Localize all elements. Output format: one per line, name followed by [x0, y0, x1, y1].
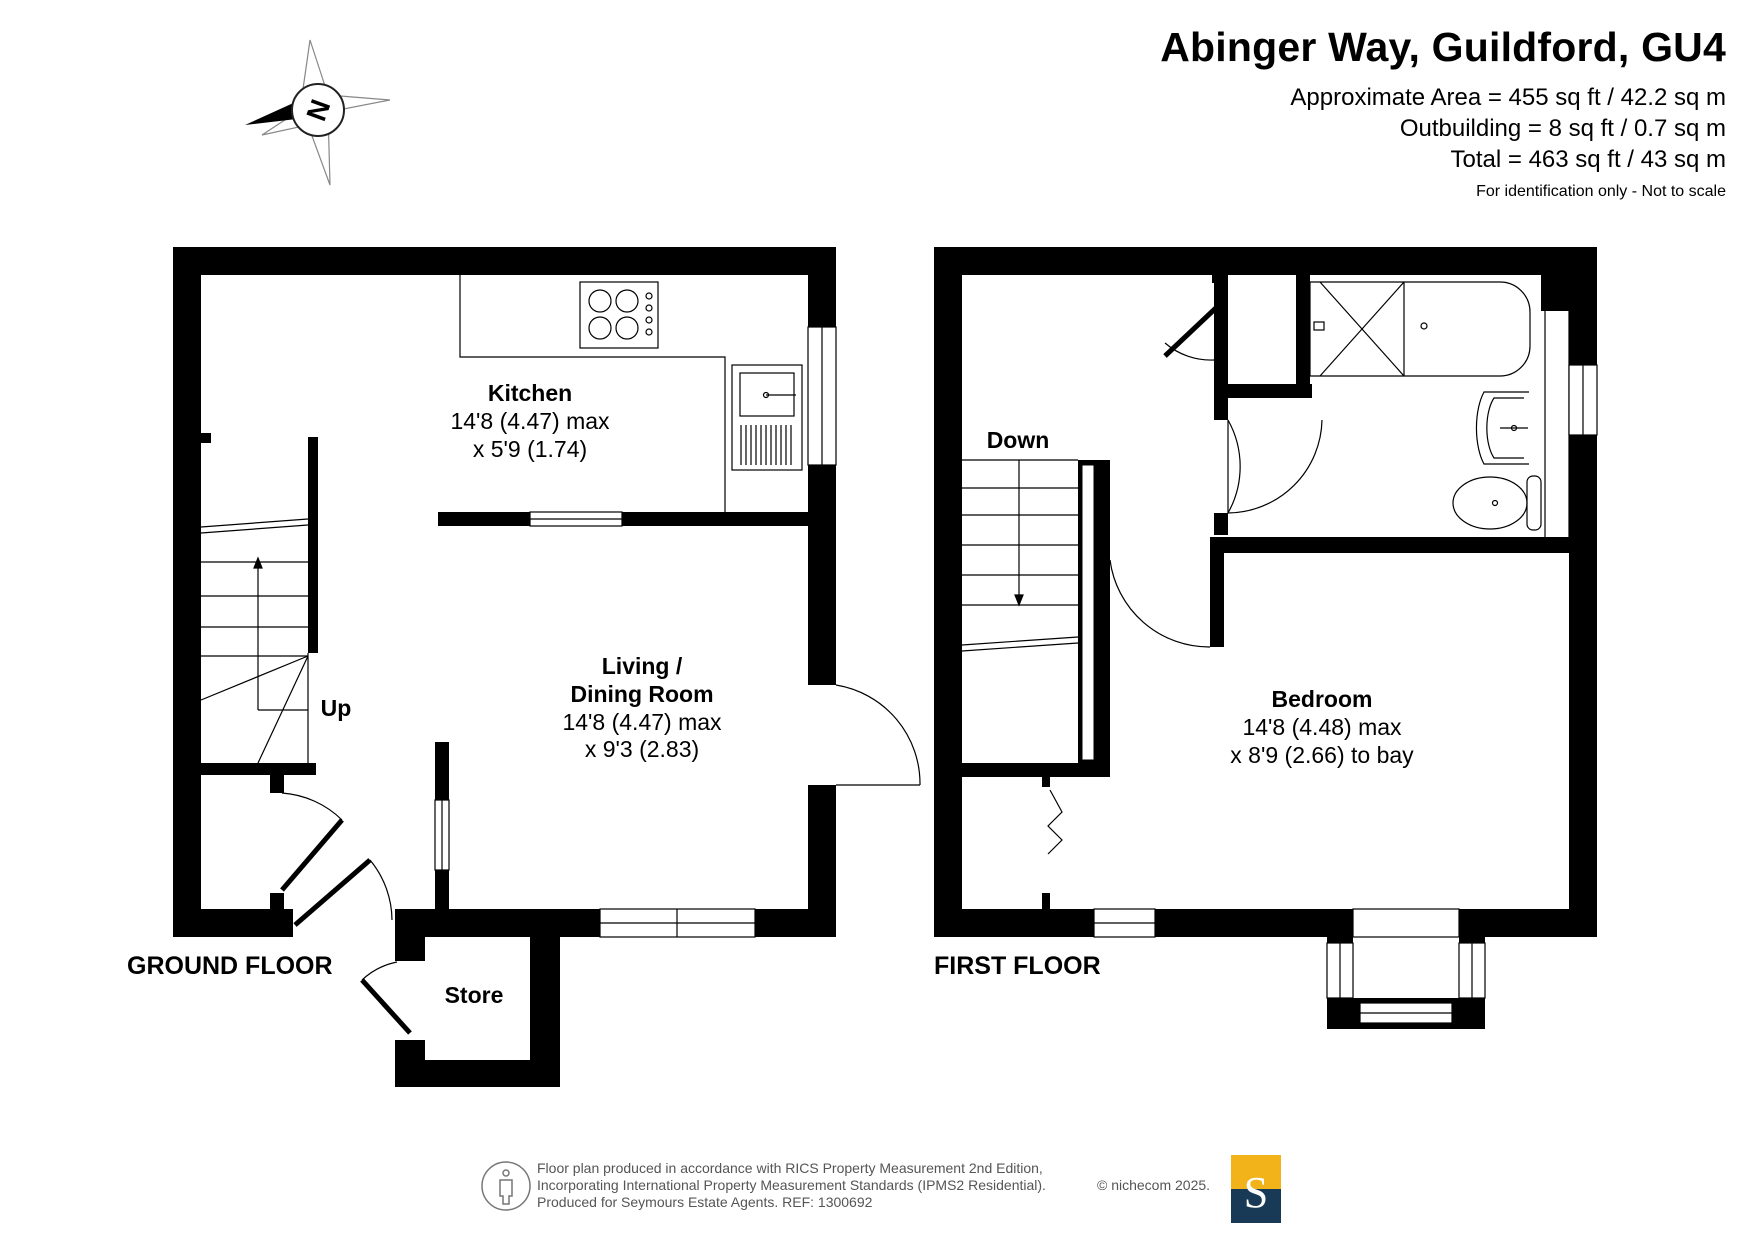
compass-icon: N [245, 39, 391, 186]
store-name: Store [445, 982, 504, 1008]
approximate-area: Approximate Area = 455 sq ft / 42.2 sq m [1290, 84, 1726, 111]
scale-note: For identification only - Not to scale [1476, 183, 1726, 200]
kitchen-dims-1: 14'8 (4.47) max [450, 408, 610, 434]
kitchen-counter [459, 275, 726, 512]
living-dims-1: 14'8 (4.47) max [562, 709, 722, 735]
first-stairs-label: Down [987, 427, 1050, 453]
footer-line-3: Produced for Seymours Estate Agents. REF… [537, 1194, 873, 1210]
first-doors [1047, 304, 1323, 855]
bedroom-dims-1: 14'8 (4.48) max [1242, 714, 1402, 740]
ground-doors [280, 684, 921, 1035]
total-area: Total = 463 sq ft / 43 sq m [1450, 146, 1726, 173]
bedroom-name: Bedroom [1272, 686, 1373, 712]
first-floor-walls [934, 247, 1597, 1029]
ground-floor-walls [173, 247, 836, 1087]
property-title: Abinger Way, Guildford, GU4 [1160, 24, 1726, 70]
kitchen-sink-icon [731, 364, 803, 471]
bath-panel [1544, 311, 1570, 537]
bath-icon [1309, 281, 1531, 377]
first-stairs [961, 459, 1079, 652]
first-windows [1093, 364, 1598, 1024]
basin-icon [1475, 391, 1529, 465]
footer-line-1: Floor plan produced in accordance with R… [537, 1160, 1043, 1176]
ground-floor-label: GROUND FLOOR [127, 952, 333, 980]
living-name-2: Dining Room [570, 681, 713, 707]
first-floor-label: FIRST FLOOR [934, 952, 1101, 980]
ground-windows [434, 326, 837, 938]
toilet-icon [1452, 475, 1542, 531]
logo-letter: S [1244, 1168, 1268, 1217]
ground-stairs-label: Up [321, 695, 352, 721]
living-dims-2: x 9'3 (2.83) [585, 736, 699, 762]
kitchen-name: Kitchen [488, 380, 572, 406]
seymours-logo-icon: S [1231, 1155, 1281, 1223]
person-icon [481, 1161, 531, 1211]
ground-stairs [200, 518, 309, 764]
stair-rail [1081, 464, 1095, 761]
kitchen-dims-2: x 5'9 (1.74) [473, 436, 587, 462]
copyright: © nichecom 2025. [1097, 1177, 1211, 1193]
bedroom-dims-2: x 8'9 (2.66) to bay [1230, 742, 1414, 768]
outbuilding-area: Outbuilding = 8 sq ft / 0.7 sq m [1399, 115, 1726, 142]
living-name-1: Living / [602, 653, 683, 679]
footer-line-2: Incorporating International Property Mea… [537, 1177, 1046, 1193]
